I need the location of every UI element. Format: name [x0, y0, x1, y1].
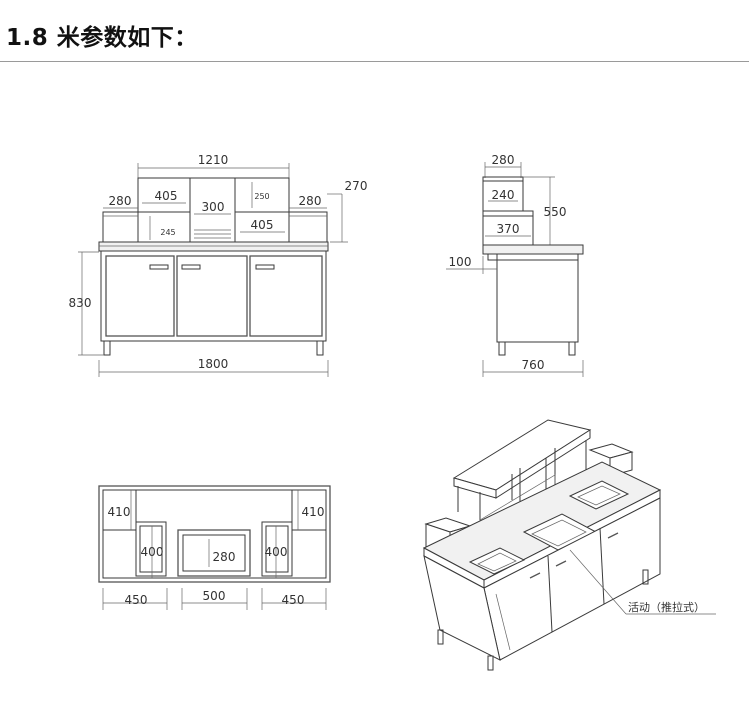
side-total-depth: 760	[522, 358, 545, 372]
top-right-sink-height: 400	[265, 545, 288, 559]
top-center-width: 500	[203, 589, 226, 603]
top-left-sink-height: 400	[141, 545, 164, 559]
title-divider	[0, 61, 749, 62]
front-top-width: 1210	[198, 153, 229, 167]
side-overhang: 100	[449, 255, 472, 269]
top-left-width: 450	[125, 593, 148, 607]
front-upper-box-height: 250	[254, 192, 269, 201]
side-top-depth: 280	[492, 153, 515, 167]
front-right-shelf: 280	[299, 194, 322, 208]
top-right-depth: 410	[302, 505, 325, 519]
front-total-width: 1800	[198, 357, 229, 371]
front-view: 1210 405 300 250 405 245 280 280	[69, 153, 368, 377]
side-lower-depth: 370	[497, 222, 520, 236]
side-upper-depth: 240	[492, 188, 515, 202]
top-left-depth: 410	[108, 505, 131, 519]
isometric-view: 活动（推拉式）	[422, 419, 716, 671]
top-center-sink-depth: 280	[213, 550, 236, 564]
side-shelf-height: 550	[544, 205, 567, 219]
front-total-height: 830	[69, 296, 92, 310]
page-title: 1.8 米参数如下：	[6, 25, 198, 51]
iso-callout: 活动（推拉式）	[628, 600, 705, 614]
front-shelf-height: 270	[345, 179, 368, 193]
top-right-width: 450	[282, 593, 305, 607]
front-middle-width: 300	[202, 200, 225, 214]
front-upper-box-width: 405	[155, 189, 178, 203]
top-view: 410 410 400 400 280 450 500 450	[98, 485, 331, 610]
front-lower-box-height: 245	[160, 228, 175, 237]
front-lower-box-width: 405	[251, 218, 274, 232]
front-left-shelf: 280	[109, 194, 132, 208]
side-view: 280 240 370 550 100 760	[446, 153, 584, 377]
